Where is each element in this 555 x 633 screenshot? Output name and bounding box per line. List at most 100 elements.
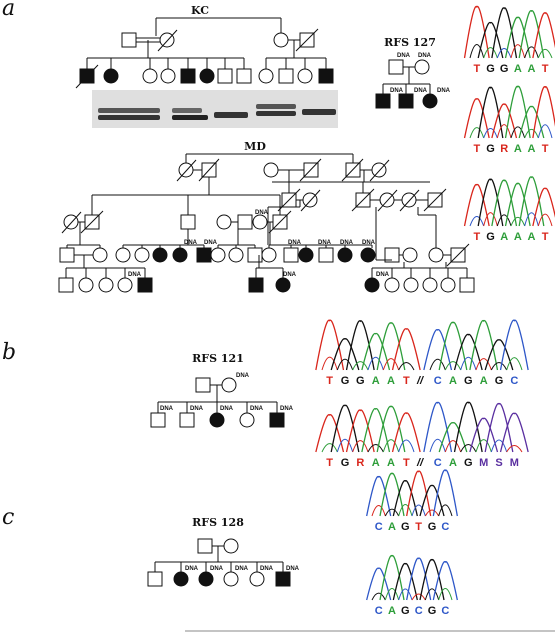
base-call-label: C	[434, 375, 442, 387]
chromatogram-minor-peak	[524, 128, 539, 139]
chromatogram-minor-peak	[367, 356, 384, 371]
base-call-label: T	[542, 63, 549, 75]
chromatogram-peak	[432, 561, 458, 601]
chromatogram-minor-peak	[438, 588, 453, 601]
base-call-label: R	[500, 143, 508, 155]
svg-text:DNA: DNA	[190, 406, 204, 412]
chromatogram-minor-peak	[537, 213, 553, 227]
chromatogram-peak	[432, 469, 458, 517]
chromatogram-peak	[376, 405, 406, 453]
chromatogram-peak	[379, 555, 405, 601]
chromatogram-minor-peak	[398, 504, 413, 517]
chromatogram-peak	[406, 557, 432, 601]
pedigree-kc: KC	[75, 4, 334, 89]
chromatogram-minor-peak	[469, 127, 485, 139]
pedigree-title-rfs128: RFS 128	[192, 516, 244, 529]
chromatogram-peak	[391, 328, 421, 371]
base-call-label: A	[388, 521, 396, 533]
base-call-label: T	[326, 375, 333, 387]
chromatogram-minor-peak	[460, 444, 477, 453]
chromatogram-peak	[504, 85, 531, 139]
base-call-label: G	[428, 521, 437, 533]
base-call-label: T	[415, 521, 422, 533]
svg-text:DNA: DNA	[236, 373, 250, 379]
chromatogram-minor-peak	[424, 509, 440, 517]
chromatogram-minor-peak	[371, 504, 386, 517]
chromatogram-peak	[469, 320, 499, 371]
chromatogram-minor-peak	[506, 444, 523, 453]
base-call-label: C	[375, 521, 383, 533]
sequence-separator: //	[416, 375, 425, 387]
chromatogram-peak	[469, 417, 499, 453]
chromatogram-minor-peak	[510, 44, 526, 59]
base-call-label: G	[401, 605, 410, 617]
chromatogram-minor-peak	[510, 216, 526, 227]
chromatogram-minor-peak	[490, 362, 508, 371]
base-call-label: G	[486, 143, 495, 155]
chromatogram-minor-peak	[429, 438, 446, 453]
panel-label-b: b	[2, 340, 17, 365]
chromatogram-peak	[423, 401, 453, 453]
chromatogram-minor-peak	[537, 48, 553, 59]
chromatogram-peak	[518, 105, 545, 139]
svg-text:DNA: DNA	[128, 272, 142, 278]
chromatogram-minor-peak	[460, 356, 477, 371]
chromatogram-peak	[484, 339, 514, 371]
chromatogram-minor-peak	[469, 44, 485, 59]
svg-text:DNA: DNA	[235, 566, 249, 572]
panel-label-a: a	[2, 0, 16, 21]
chromatogram-peak	[438, 422, 468, 453]
base-call-label: T	[473, 63, 480, 75]
base-call-label: G	[500, 63, 509, 75]
chromatogram-peak	[330, 404, 360, 453]
chromatogram-minor-peak	[483, 47, 498, 59]
svg-text:DNA: DNA	[184, 240, 198, 246]
base-call-label: T	[473, 231, 480, 243]
chromatogram-peak	[477, 21, 504, 59]
chromatogram-peak	[499, 319, 529, 371]
chromatogram-minor-peak	[469, 215, 485, 227]
base-call-label: G	[464, 375, 473, 387]
base-call-label: S	[495, 457, 502, 469]
chromatogram-peak	[361, 408, 391, 453]
chromatogram-peak	[477, 86, 504, 139]
base-call-label: A	[514, 231, 522, 243]
base-call-label: T	[473, 143, 480, 155]
svg-text:DNA: DNA	[340, 240, 354, 246]
chromatogram-minor-peak	[336, 358, 354, 371]
chromatogram-peak	[532, 12, 555, 59]
chromatogram-peak	[315, 414, 345, 453]
chromatogram-minor-peak	[524, 212, 539, 227]
svg-text:DNA: DNA	[280, 406, 294, 412]
base-call-label: C	[441, 605, 449, 617]
svg-text:DNA: DNA	[255, 210, 269, 216]
chromatogram-minor-peak	[336, 438, 354, 453]
pedigree-title-rfs121: RFS 121	[192, 352, 244, 365]
chromatogram-peak	[366, 567, 392, 601]
chromatogram-minor-peak	[496, 214, 512, 227]
chromatogram-minor-peak	[382, 439, 400, 453]
svg-text:DNA: DNA	[390, 88, 404, 94]
chromatogram-peak	[504, 16, 531, 59]
base-call-label: M	[510, 457, 519, 469]
chromatogram-peak	[491, 179, 518, 227]
chromatogram-peak	[423, 329, 453, 371]
base-call-label: A	[372, 375, 380, 387]
base-call-label: A	[449, 457, 457, 469]
chromatogram-peak	[392, 480, 418, 517]
base-call-label: A	[528, 63, 536, 75]
svg-text:DNA: DNA	[397, 53, 411, 59]
base-call-label: G	[464, 457, 473, 469]
pedigree-rfs127: RFS 127 DNA DNA DNA DNA DNA	[375, 36, 451, 109]
chromatogram-minor-peak	[382, 358, 400, 371]
base-call-label: C	[510, 375, 518, 387]
base-call-label: A	[387, 375, 395, 387]
base-call-label: G	[486, 63, 495, 75]
svg-text:DNA: DNA	[204, 240, 218, 246]
chromatogram-minor-peak	[524, 46, 539, 59]
pedigree-rfs121: RFS 121 DNA DNA DNA DNA DNA DNA	[150, 352, 294, 428]
base-call-label: T	[542, 143, 549, 155]
